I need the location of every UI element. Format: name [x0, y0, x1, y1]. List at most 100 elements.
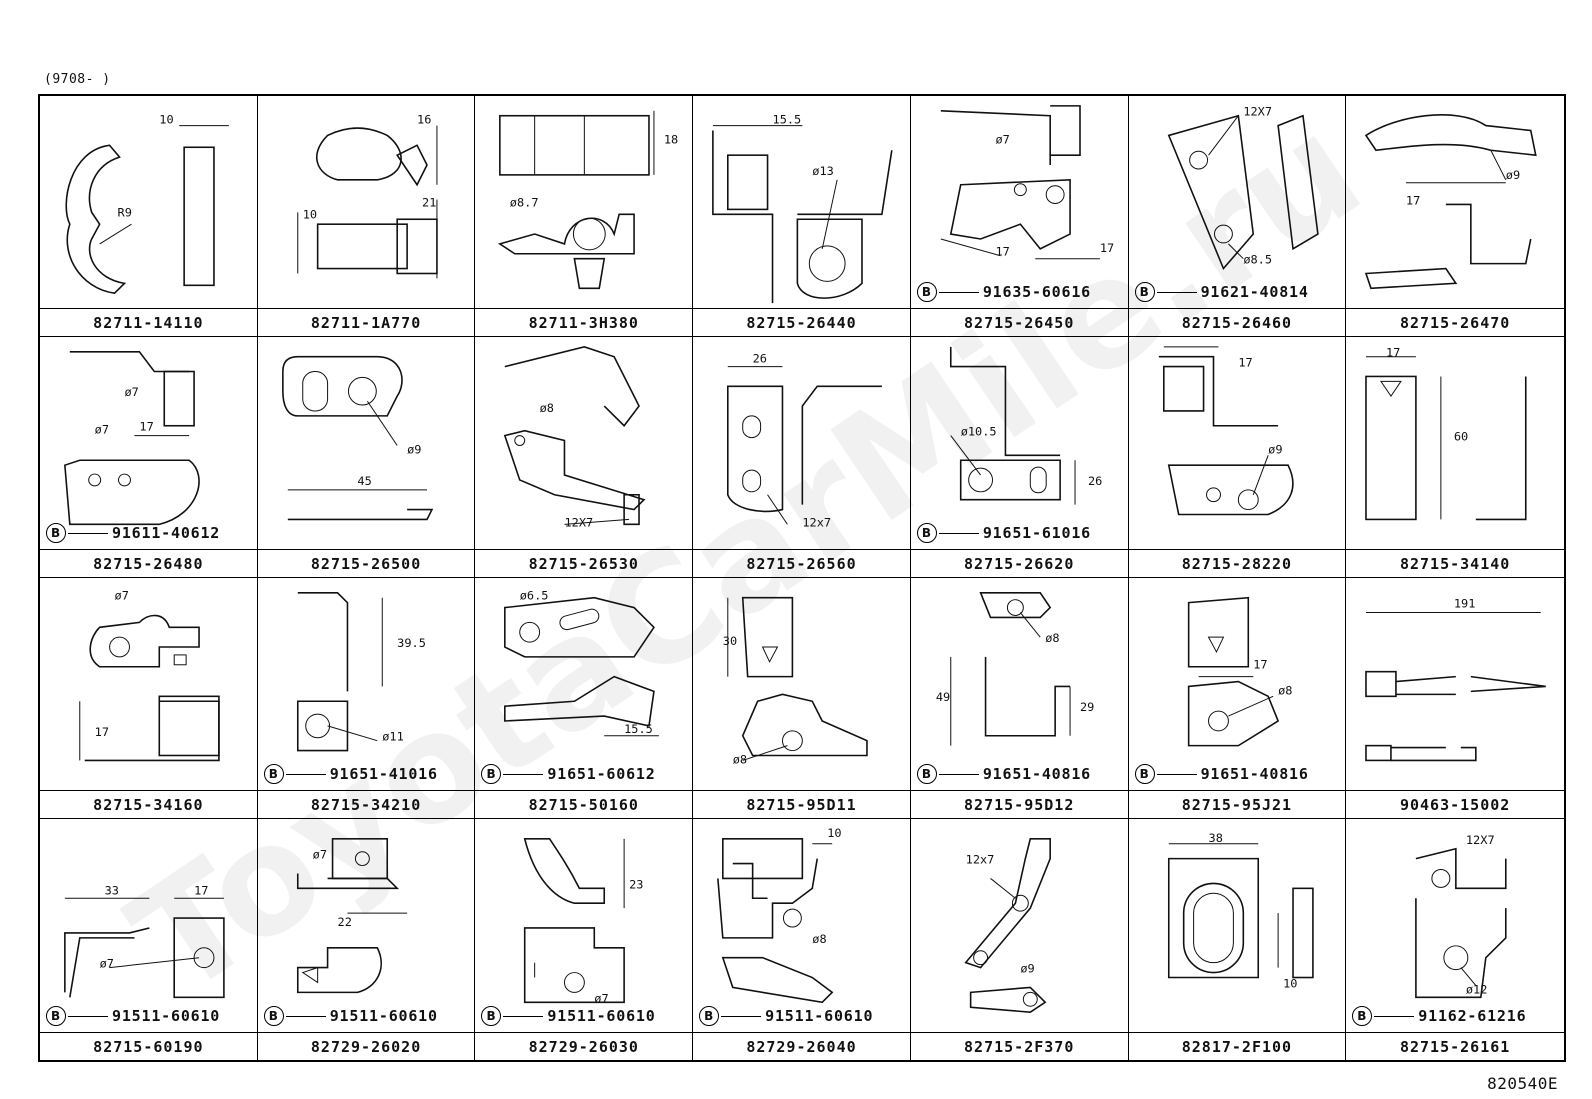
dimension-label: 45	[357, 474, 371, 488]
dimension-label: 60	[1454, 430, 1468, 444]
bolt-marker-icon: B	[1134, 282, 1155, 302]
bolt-part-number: 91635-60616	[982, 283, 1091, 301]
dimension-label: ø13	[812, 164, 834, 178]
bolt-marker-icon: B	[481, 1006, 502, 1026]
dimension-label: 12x7	[802, 515, 831, 529]
bolt-marker-icon: B	[481, 764, 502, 784]
part-drawing: 12x7 ø9	[910, 819, 1128, 1033]
dimension-label: ø8.7	[510, 195, 539, 209]
part-cell: ø9 45 82715-26500	[257, 337, 476, 578]
part-number: 82715-26500	[310, 554, 422, 573]
bolt-part-number: 91651-61016	[982, 524, 1091, 542]
part-number: 82817-2F100	[1181, 1037, 1293, 1056]
part-number: 82715-2F370	[964, 1037, 1075, 1056]
dimension-label: 26	[1088, 474, 1102, 488]
dimension-label: 18	[664, 132, 678, 146]
dimension-label: ø9	[1020, 962, 1034, 976]
part-number: 82715-60190	[93, 1037, 204, 1056]
dimension-label: R9	[118, 205, 132, 219]
part-sketch: ø10.526	[949, 346, 1102, 505]
dimension-label: 12x7	[966, 853, 995, 867]
dimension-label: 12X7	[1243, 105, 1272, 119]
part-number: 82715-26161	[1399, 1037, 1511, 1056]
leader-line	[68, 532, 108, 534]
bolt-part-number: 91162-61216	[1418, 1007, 1527, 1025]
bolt-marker-icon: B	[916, 523, 937, 543]
dimension-label: ø8	[1278, 683, 1292, 697]
dimension-label: 12X7	[565, 515, 594, 529]
dimension-label: ø8	[1045, 631, 1059, 645]
bolt-marker-icon: B	[916, 282, 937, 302]
dimension-label: ø7	[100, 957, 114, 971]
bolt-part-number: 91511-60610	[547, 1007, 656, 1025]
dimension-label: 17	[1386, 346, 1400, 360]
part-number: 82711-1A770	[310, 313, 422, 332]
part-sketch: ø9 45	[281, 355, 433, 521]
dimension-label: 38	[1208, 831, 1222, 845]
header-code: (9708- )	[44, 72, 111, 87]
part-number: 82715-26470	[1399, 313, 1511, 332]
part-number: 82729-26030	[528, 1037, 639, 1056]
dimension-label: ø8.5	[1243, 253, 1272, 267]
part-number: 82715-34160	[93, 795, 204, 814]
part-number: 82729-26020	[310, 1037, 422, 1056]
part-number: 82715-26440	[746, 313, 857, 332]
part-sketch: 26 12x7	[727, 352, 883, 529]
dimension-label: ø9	[407, 442, 421, 456]
part-drawing: 26 12x7	[693, 337, 910, 550]
part-number: 82715-50160	[528, 795, 639, 814]
part-number: 82729-26040	[746, 1037, 857, 1056]
dimension-label: 17	[1406, 194, 1420, 208]
part-number: 82715-34210	[310, 795, 422, 814]
leader-line	[68, 1015, 108, 1017]
leader-line	[1156, 773, 1197, 775]
dimension-label: ø7	[995, 132, 1009, 146]
bolt-part-number: 91511-60610	[329, 1007, 438, 1025]
part-sketch: 191	[1365, 597, 1547, 762]
bolt-part-number: 91651-40816	[982, 765, 1091, 783]
dimension-label: 26	[753, 352, 767, 366]
dimension-label: ø7	[312, 848, 326, 862]
part-number: 82715-95D11	[746, 795, 857, 814]
dimension-label: 17	[1253, 658, 1267, 672]
bolt-part-number: 91651-60612	[547, 765, 656, 783]
bolt-part-number: 91651-41016	[329, 765, 438, 783]
dimension-label: ø12	[1466, 982, 1488, 996]
bolt-callout: B 91651-61016	[916, 523, 1091, 543]
dimension-label: 17	[194, 883, 208, 897]
dimension-label: 17	[139, 420, 153, 434]
leader-line	[503, 773, 544, 775]
dimension-label: ø7	[595, 991, 609, 1005]
bolt-marker-icon: B	[263, 764, 284, 784]
dimension-label: 10	[302, 207, 316, 221]
